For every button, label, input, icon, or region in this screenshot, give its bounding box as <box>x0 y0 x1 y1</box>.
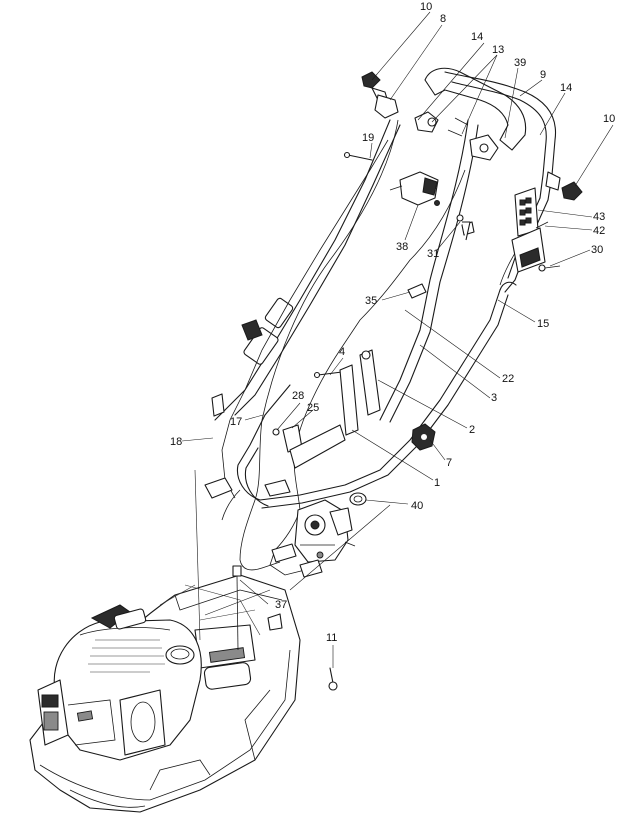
callout-10-left: 10 <box>420 1 432 13</box>
callout-11: 11 <box>326 632 337 644</box>
callout-3: 3 <box>491 392 497 404</box>
callout-43: 43 <box>593 211 605 223</box>
engine <box>37 604 202 761</box>
callout-22: 22 <box>502 373 514 385</box>
callout-25: 25 <box>307 402 319 414</box>
callout-40: 40 <box>411 500 423 512</box>
callout-30: 30 <box>591 244 603 256</box>
throttle-lever-38 <box>389 171 440 206</box>
callout-8: 8 <box>440 13 446 25</box>
callout-2: 2 <box>469 424 475 436</box>
callout-13: 13 <box>492 44 504 56</box>
callout-18: 18 <box>170 436 182 448</box>
callout-leaders <box>181 11 614 668</box>
small-fasteners <box>211 151 475 691</box>
switch-box-42-43 <box>511 187 561 273</box>
callout-39: 39 <box>514 57 526 69</box>
callout-19: 19 <box>362 132 374 144</box>
callout-17: 17 <box>230 416 242 428</box>
callout-35: 35 <box>365 295 377 307</box>
callout-38: 38 <box>396 241 408 253</box>
callout-7: 7 <box>446 457 452 469</box>
lower-handle <box>236 197 549 509</box>
callout-42: 42 <box>593 225 605 237</box>
callout-9: 9 <box>540 69 546 81</box>
callout-14-right: 14 <box>560 82 572 94</box>
callout-labels: 10 8 14 13 39 9 14 10 19 43 42 30 38 31 … <box>170 1 615 644</box>
gearbox-unit <box>204 477 356 578</box>
callout-1: 1 <box>434 477 440 489</box>
callout-28: 28 <box>292 390 304 402</box>
callout-4: 4 <box>339 346 345 358</box>
callout-10-right: 10 <box>603 113 615 125</box>
bail-bar-pivots <box>361 71 583 201</box>
callout-15: 15 <box>537 318 549 330</box>
callout-31: 31 <box>427 248 439 260</box>
callout-37: 37 <box>275 599 287 611</box>
callout-14-top: 14 <box>471 31 483 43</box>
